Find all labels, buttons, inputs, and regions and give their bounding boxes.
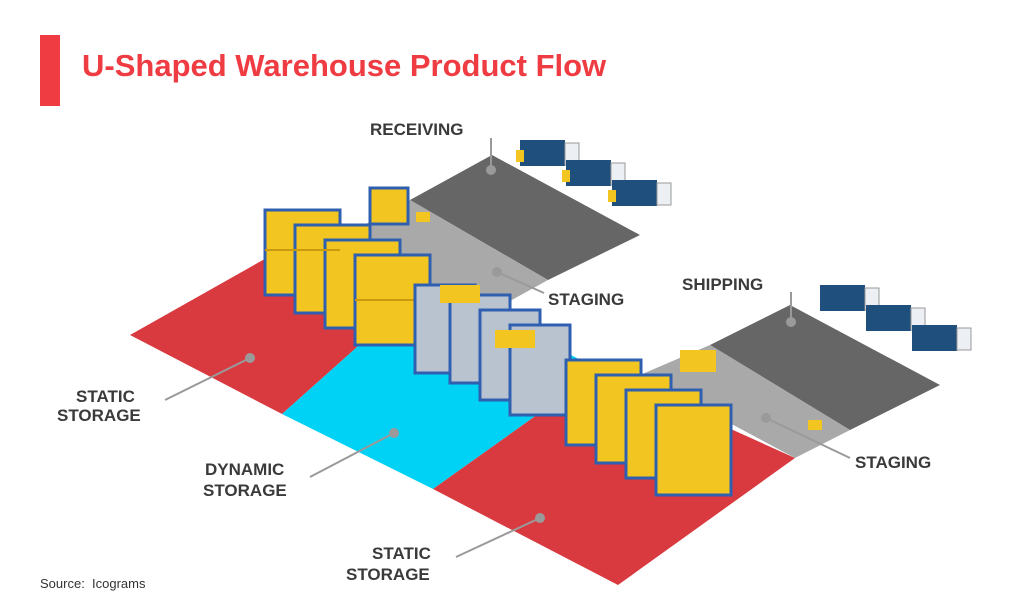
receiving-trucks [516,140,672,206]
static-left-leader [164,357,251,401]
pallet-jack-icon [808,420,822,430]
shipping-label: SHIPPING [682,275,763,294]
dynamic-storage-label-line2: STORAGE [203,481,287,500]
staging-right-label: STAGING [855,453,931,472]
static-left-dot [245,353,255,363]
static-storage-left-label-line1: STATIC [76,387,135,406]
source-credit: Source: Icograms [40,576,146,591]
static-storage-left-label-line2: STORAGE [57,406,141,425]
truck-icon [562,160,626,186]
shipping-dock-zone [710,305,940,430]
shipping-trucks [820,285,972,351]
staging-top-leader [496,271,545,294]
staging-right-zone [640,345,850,458]
staging-top-zone [340,200,548,312]
truck-icon [866,305,926,331]
dynamic-leader [309,432,395,478]
receiving-dot [486,165,496,175]
receiving-dock-zone [410,155,640,280]
truck-icon [820,285,880,311]
staging-right-leader [765,417,851,459]
static-bottom-leader [455,517,541,558]
dynamic-storage-label-line1: DYNAMIC [205,460,284,479]
title-accent-bar [40,35,60,106]
truck-icon [516,140,580,166]
pallet-jack-icon [416,212,430,222]
staging-right-dot [761,413,771,423]
static-storage-bottom-label-line1: STATIC [372,544,431,563]
dynamic-dot [389,428,399,438]
page-title: U-Shaped Warehouse Product Flow [82,48,607,83]
dynamic-shelving [413,283,572,417]
static-bottom-dot [535,513,545,523]
staging-top-label: STAGING [548,290,624,309]
receiving-label: RECEIVING [370,120,464,139]
truck-icon [912,325,972,351]
static-racks-left [263,186,432,347]
staging-top-dot [492,267,502,277]
static-storage-bottom-label-line2: STORAGE [346,565,430,584]
static-racks-bottom [564,350,733,497]
truck-icon [608,180,672,206]
shipping-dot [786,317,796,327]
